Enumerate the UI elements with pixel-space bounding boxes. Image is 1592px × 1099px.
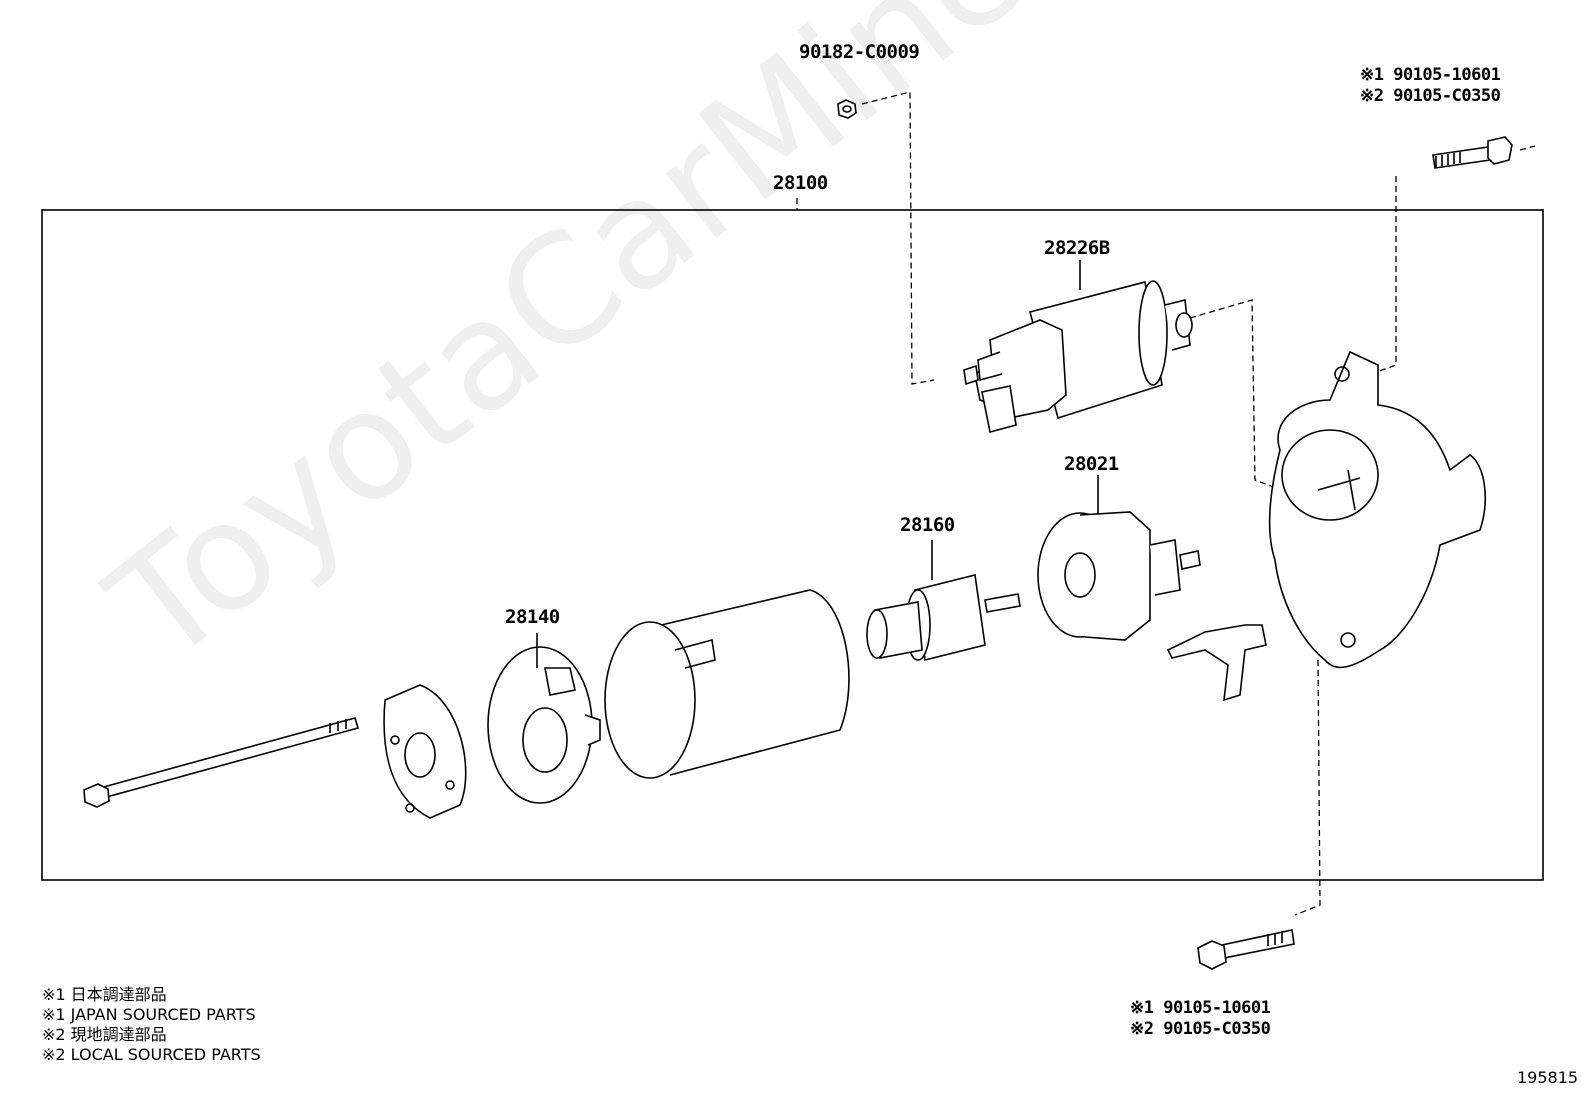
top-bolt-part — [1432, 136, 1513, 169]
holder-part — [1037, 511, 1201, 641]
part-label-solenoid: 28226B — [1044, 237, 1110, 259]
through-bolt-part — [83, 717, 360, 808]
solenoid-dash — [1189, 299, 1277, 489]
top-bolt-label-2: ※2 90105-C0350 — [1360, 86, 1501, 106]
legend-line-1: ※1 日本調達部品 — [42, 985, 167, 1004]
legend-line-4: ※2 LOCAL SOURCED PARTS — [42, 1045, 261, 1064]
nut-part — [837, 99, 857, 119]
legend-line-2: ※1 JAPAN SOURCED PARTS — [42, 1005, 256, 1024]
part-label-holder: 28021 — [1064, 453, 1119, 475]
bottom-bolt-label-1: ※1 90105-10601 — [1130, 998, 1271, 1018]
fork-lever-part — [1166, 624, 1267, 702]
top-bolt-label-1: ※1 90105-10601 — [1360, 65, 1501, 85]
bottom-bolt-label-2: ※2 90105-C0350 — [1130, 1019, 1271, 1039]
part-label-armature: 28160 — [900, 514, 955, 536]
bottom-bolt-part — [1197, 929, 1295, 970]
assembly-label: 28100 — [773, 172, 828, 194]
nut-leader — [861, 91, 935, 385]
assembly-box — [41, 209, 1544, 881]
solenoid-part — [963, 280, 1193, 433]
armature-part — [866, 574, 1021, 661]
figure-id: 195815 — [1517, 1068, 1579, 1087]
housing-dash — [1294, 659, 1321, 916]
yoke-part — [604, 589, 850, 779]
part-label-nut: 90182-C0009 — [799, 41, 920, 63]
end-plate-part — [383, 684, 467, 819]
brush-holder-part — [487, 646, 601, 804]
housing-part — [1268, 350, 1486, 669]
part-label-brush-holder: 28140 — [505, 606, 560, 628]
legend-line-3: ※2 現地調達部品 — [42, 1025, 167, 1044]
top-bolt-leader — [1367, 145, 1536, 376]
